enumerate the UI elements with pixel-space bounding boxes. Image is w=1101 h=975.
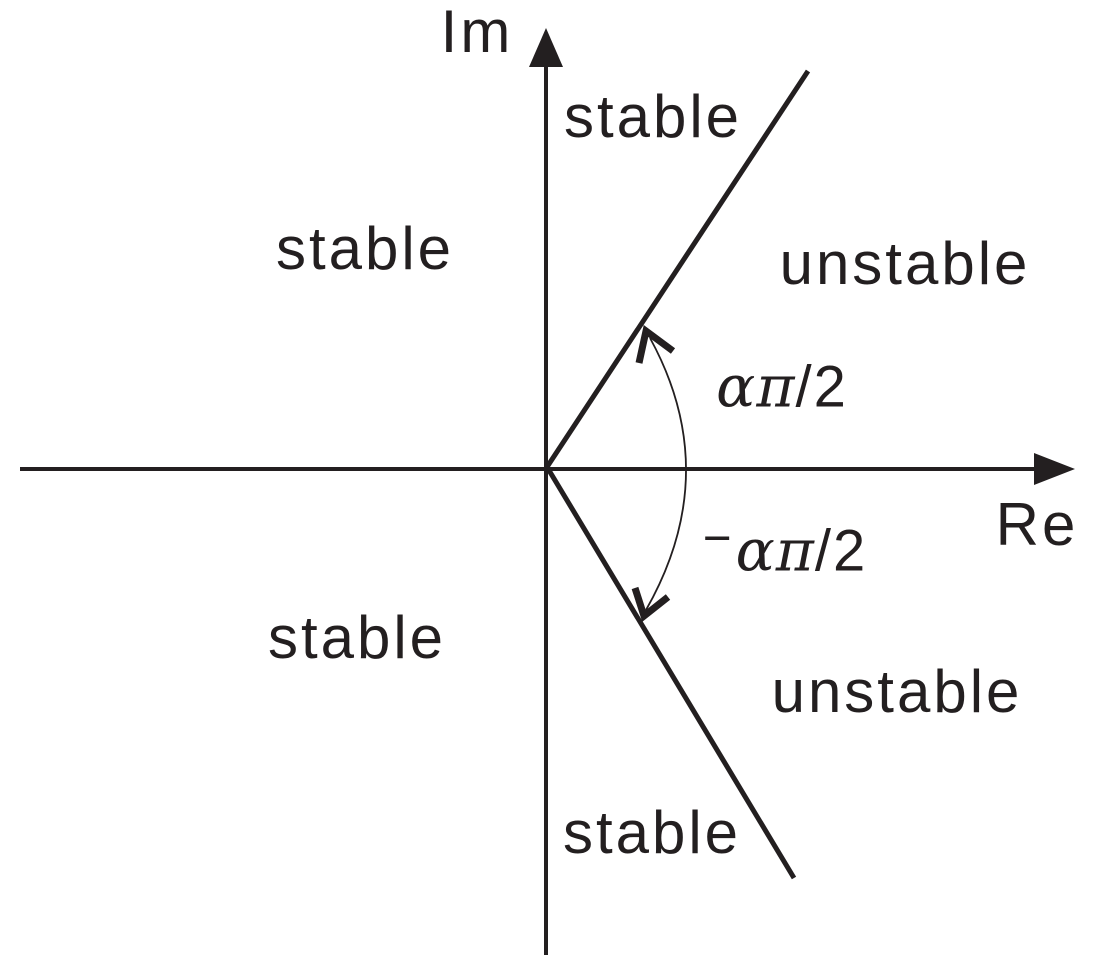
region-label-top-stable: stable — [563, 83, 743, 150]
region-label-upper-right-unstable: unstable — [779, 230, 1031, 297]
angle-arc — [645, 337, 687, 611]
upper-angle-rest: /2 — [795, 354, 848, 420]
re-axis-label: Re — [995, 491, 1079, 558]
real-axis-arrowhead-icon — [1034, 453, 1075, 485]
stability-boundary-lower — [544, 465, 797, 880]
upper-angle-greek: απ — [716, 352, 796, 421]
lower-angle-label: −απ/2 — [703, 513, 868, 584]
region-label-lower-right-unstable: unstable — [771, 658, 1023, 725]
angle-arc-lower-arrowhead-icon — [631, 586, 671, 622]
lower-angle-rest: /2 — [814, 518, 868, 584]
lower-angle-minus-sign: − — [702, 510, 734, 566]
region-label-upper-left-stable: stable — [275, 215, 455, 282]
region-label-bottom-stable: stable — [562, 799, 742, 866]
imaginary-axis-arrowhead-icon — [529, 28, 563, 67]
upper-angle-label: απ/2 — [716, 358, 848, 417]
angle-arc-upper-arrowhead-icon — [635, 324, 676, 364]
region-label-lower-left-stable: stable — [267, 604, 447, 671]
stability-boundary-upper — [544, 69, 811, 469]
im-axis-label: Im — [440, 0, 514, 65]
lower-angle-greek: απ — [735, 516, 815, 585]
